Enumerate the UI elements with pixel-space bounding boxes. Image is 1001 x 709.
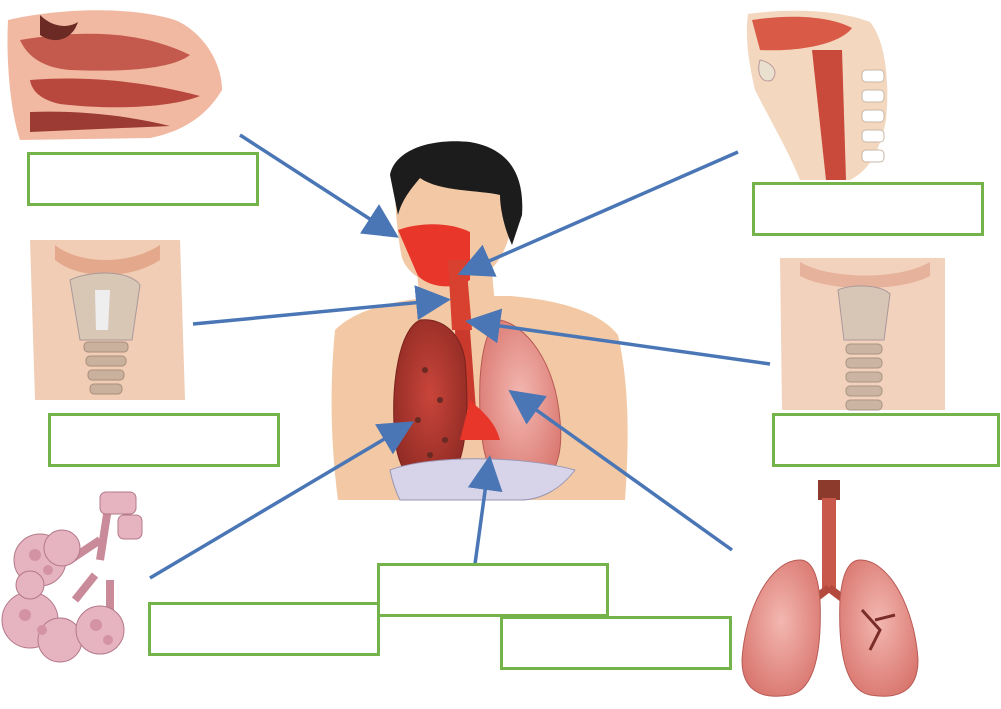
human-respiratory-system-illustration (332, 141, 628, 500)
nasal-cavity-illustration (8, 10, 223, 140)
alveoli-illustration (2, 492, 142, 662)
lungs-illustration (742, 480, 918, 696)
label-box-trachea[interactable] (772, 413, 1000, 467)
label-box-nose[interactable] (27, 152, 259, 206)
pharynx-illustration (747, 11, 887, 180)
trachea-illustration (780, 258, 945, 410)
label-box-larynx[interactable] (48, 413, 280, 467)
label-box-alveoli[interactable] (148, 602, 380, 656)
label-box-bronchi[interactable] (500, 616, 732, 670)
label-box-pharynx[interactable] (752, 182, 984, 236)
arrow-nose (240, 135, 393, 234)
label-box-diaphragm[interactable] (377, 563, 609, 617)
larynx-illustration (30, 240, 185, 400)
